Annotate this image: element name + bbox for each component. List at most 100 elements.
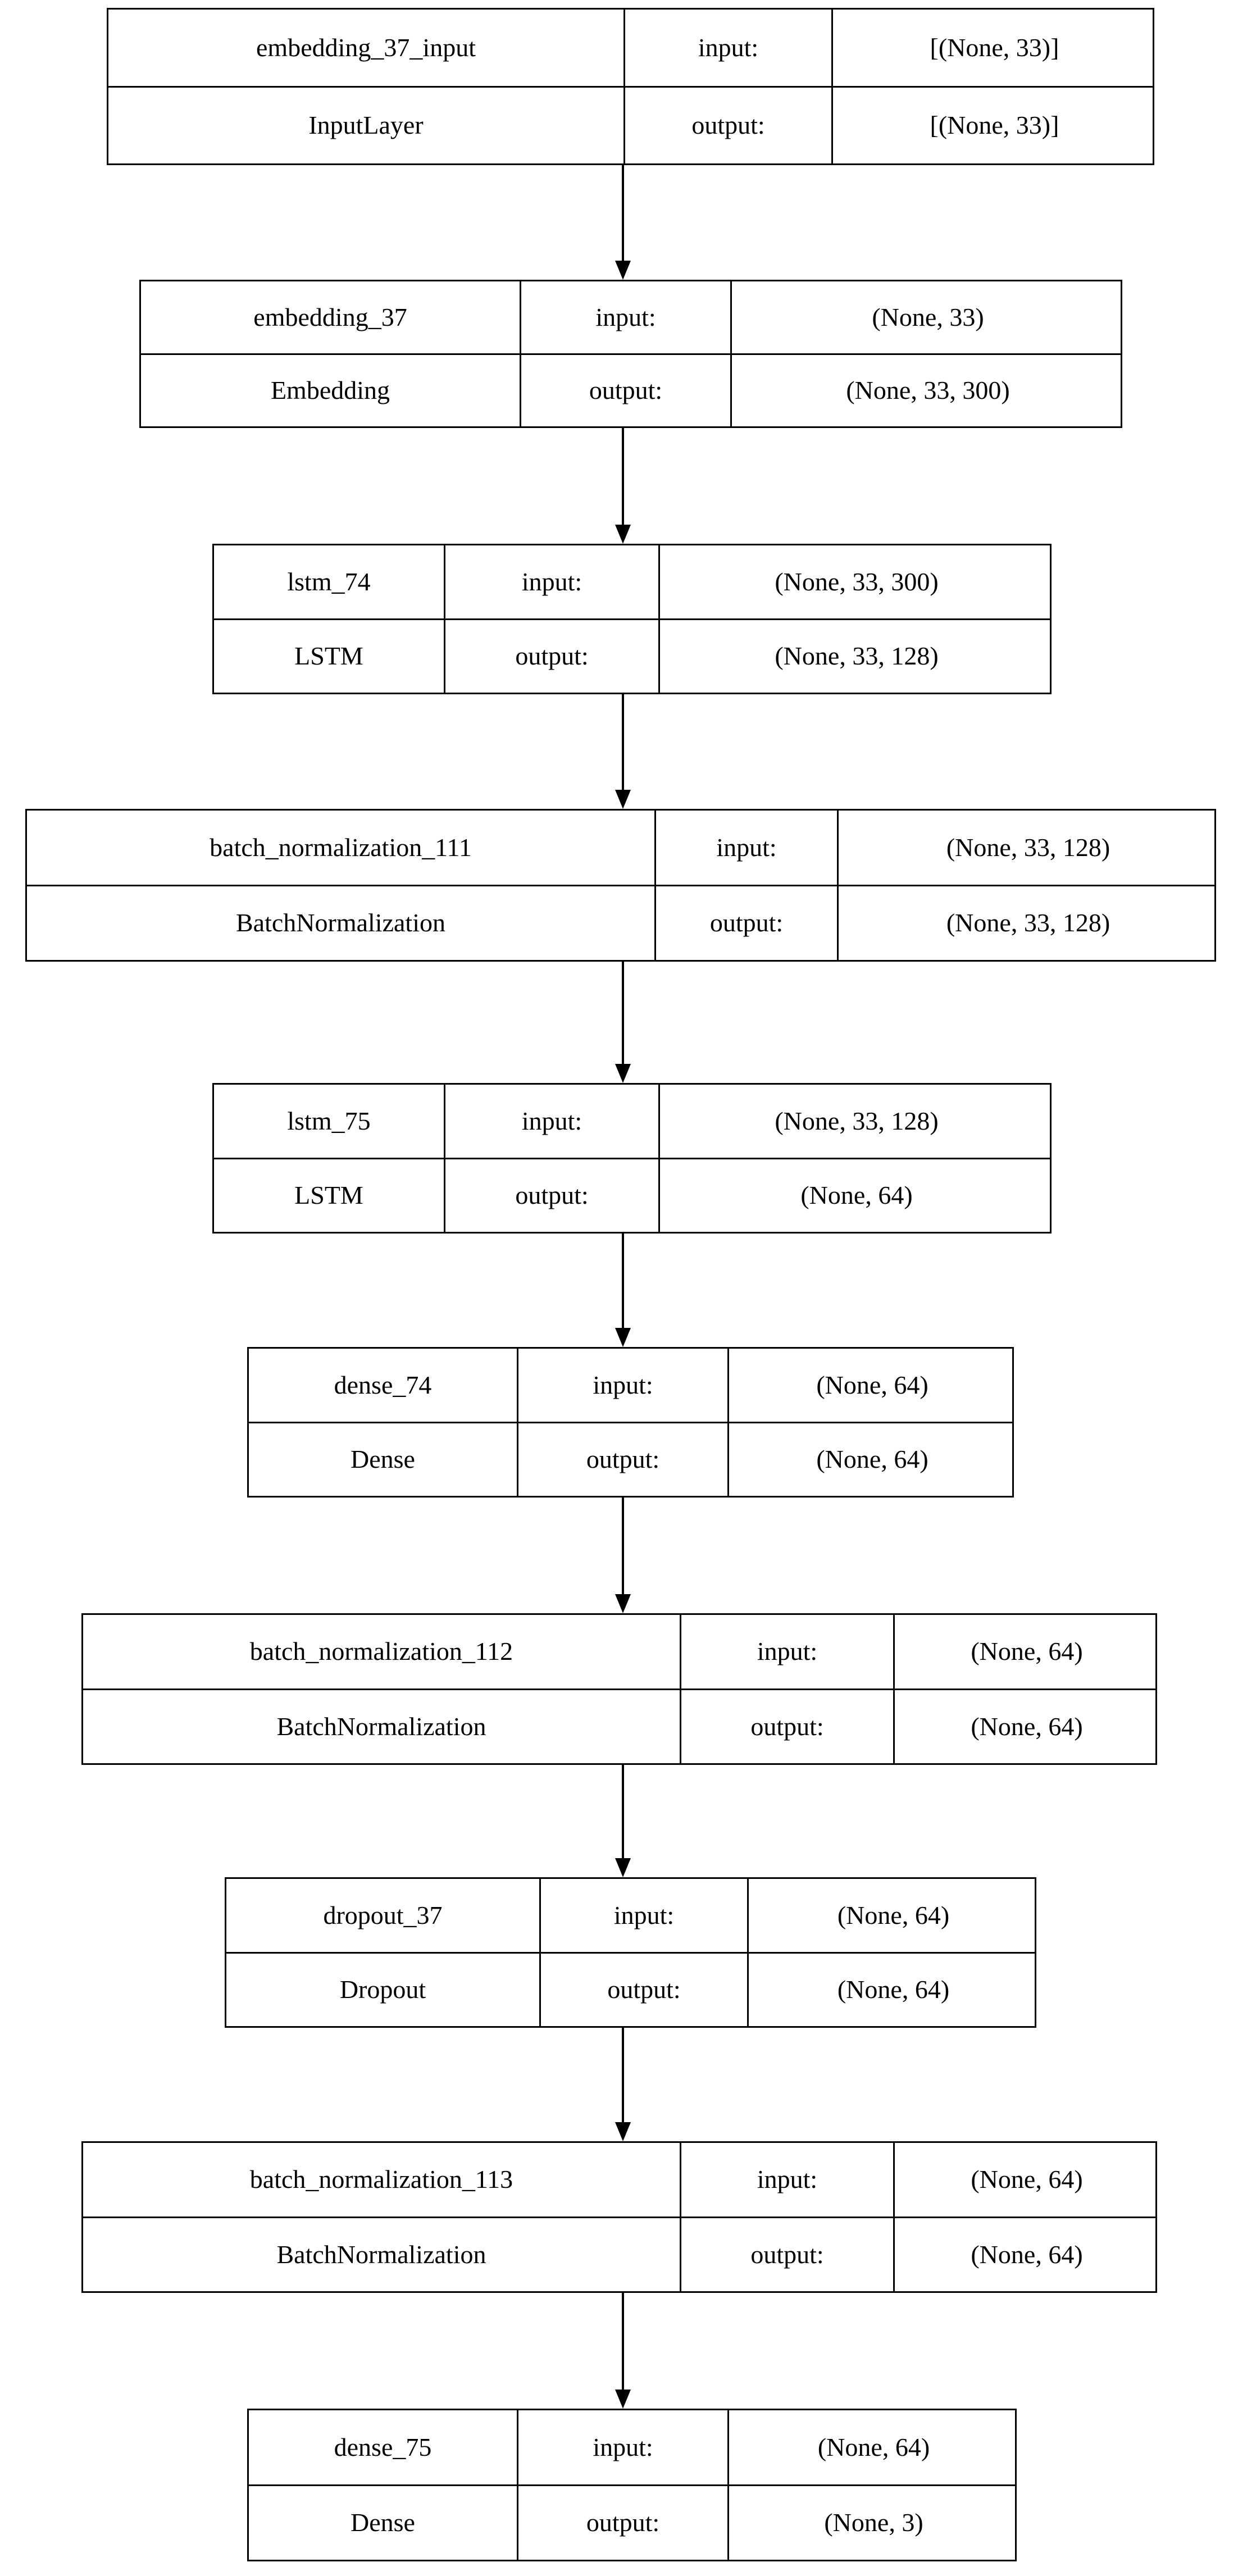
input-shape-value: (None, 64) (817, 2432, 930, 2461)
arrow-line (622, 694, 624, 792)
connector-arrow (615, 428, 631, 544)
arrow-line (622, 1234, 624, 1330)
arrow-head-icon (615, 2122, 631, 2141)
output-label: output: (518, 1423, 729, 1496)
input-shape-value: (None, 64) (837, 1900, 950, 1929)
layer-name: lstm_74 (214, 545, 445, 618)
output-shape-value: [(None, 33)] (930, 111, 1059, 140)
arrow-line (622, 2028, 624, 2124)
arrow-head-icon (615, 790, 631, 809)
layer-name: dense_75 (249, 2410, 518, 2484)
output-label: output: (656, 886, 839, 960)
connector-arrow (615, 2293, 631, 2409)
arrow-line (622, 2293, 624, 2392)
input-shape-value: (None, 64) (971, 2165, 1083, 2194)
input-label: input: (445, 1085, 660, 1158)
arrow-head-icon (615, 2390, 631, 2409)
input-label: input: (518, 1349, 729, 1422)
input-shape-value: (None, 33, 128) (946, 832, 1110, 862)
layer-type: Dense (249, 2486, 518, 2560)
arrow-line (622, 428, 624, 527)
output-shape-value: (None, 33, 128) (946, 908, 1110, 937)
output-shape-value: (None, 33, 300) (846, 376, 1010, 405)
output-label: output: (541, 1953, 749, 2026)
layer-name: dense_74 (249, 1349, 518, 1422)
input-shape-value: (None, 33, 128) (775, 1106, 939, 1135)
output-shape-value: (None, 64) (800, 1181, 913, 1210)
layer-name: batch_normalization_112 (83, 1615, 681, 1688)
output-label: output: (445, 620, 660, 693)
arrow-head-icon (615, 1064, 631, 1083)
input-label: input: (625, 10, 833, 86)
arrow-head-icon (615, 261, 631, 280)
output-shape-value: (None, 64) (971, 2240, 1083, 2269)
arrow-line (622, 165, 624, 263)
layer-type: InputLayer (108, 87, 625, 163)
output-shape-value: (None, 33, 128) (775, 641, 939, 671)
arrow-line (622, 962, 624, 1066)
arrow-head-icon (615, 1328, 631, 1347)
arrow-head-icon (615, 1858, 631, 1877)
arrow-line (622, 1498, 624, 1596)
output-label: output: (625, 87, 833, 163)
layer-name: dropout_37 (226, 1879, 541, 1952)
layer-type: LSTM (214, 620, 445, 693)
connector-arrow (615, 962, 631, 1083)
connector-arrow (615, 165, 631, 280)
connector-arrow (615, 1765, 631, 1877)
output-label: output: (681, 1690, 895, 1763)
output-shape-value: (None, 64) (837, 1975, 950, 2004)
connector-arrow (615, 1498, 631, 1613)
layer-name: embedding_37_input (108, 10, 625, 86)
input-label: input: (541, 1879, 749, 1952)
input-label: input: (518, 2410, 729, 2484)
layer-type: Dense (249, 1423, 518, 1496)
arrow-head-icon (615, 1594, 631, 1613)
input-label: input: (656, 811, 839, 885)
output-label: output: (681, 2218, 895, 2291)
layer-type: BatchNormalization (27, 886, 656, 960)
arrow-head-icon (615, 525, 631, 544)
layer-name: lstm_75 (214, 1085, 445, 1158)
output-shape-value: (None, 64) (971, 1712, 1083, 1741)
layer-type: Dropout (226, 1953, 541, 2026)
layer-name: embedding_37 (141, 281, 521, 353)
output-label: output: (445, 1159, 660, 1232)
input-label: input: (445, 545, 660, 618)
connector-arrow (615, 1234, 631, 1347)
output-shape-value: (None, 3) (824, 2508, 923, 2537)
layer-name: batch_normalization_113 (83, 2143, 681, 2217)
layer-type: Embedding (141, 354, 521, 426)
input-label: input: (681, 1615, 895, 1688)
layer-name: batch_normalization_111 (27, 811, 656, 885)
layer-type: LSTM (214, 1159, 445, 1232)
